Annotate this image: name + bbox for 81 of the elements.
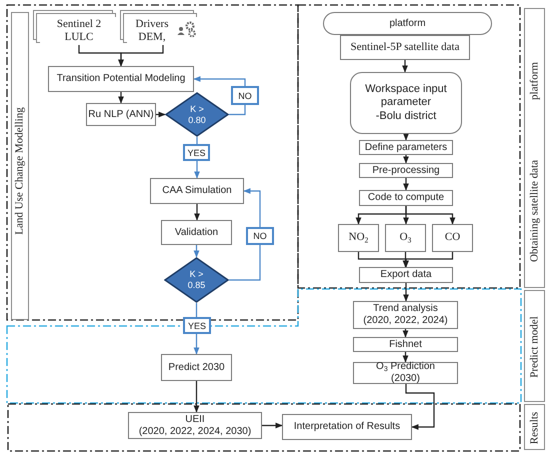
process-box — [353, 362, 458, 384]
node-label: Pre-processing — [372, 164, 440, 176]
node-label: O$_{3}$ Prediction — [376, 361, 435, 373]
arrow — [194, 204, 200, 221]
node-label: (2020, 2022, 2024) — [363, 315, 448, 327]
edge-label: YES — [183, 317, 211, 334]
arrow — [118, 45, 164, 67]
node-label: Code to compute — [368, 192, 444, 204]
node-label: Transition Potential Modeling — [56, 73, 186, 85]
arrow — [402, 252, 408, 268]
node-label: O$_{3}$ — [400, 231, 412, 245]
process-box — [128, 412, 262, 439]
section-label-panel — [524, 8, 545, 288]
process-box — [161, 354, 232, 381]
node-label: Define parameters — [364, 142, 448, 154]
arrow — [403, 178, 409, 191]
section-title: Land Use Change Modelling — [13, 107, 26, 235]
arrow — [118, 92, 124, 104]
process-box — [385, 224, 426, 252]
node-label: Interpretation of Results — [294, 421, 400, 433]
node-label: Validation — [174, 226, 218, 238]
node-label: Predict 2030 — [168, 362, 225, 374]
edge-label: NO — [246, 227, 274, 245]
rounded-box — [323, 12, 492, 35]
arrow — [262, 422, 283, 428]
rounded-box — [350, 72, 462, 134]
arrow — [402, 352, 408, 363]
process-box — [340, 35, 470, 60]
node-label: Fishnet — [389, 338, 422, 350]
arrow — [403, 155, 409, 164]
process-box — [282, 414, 412, 440]
arrow — [403, 283, 409, 302]
node-label: Sentinel-5P satellite data — [350, 40, 460, 54]
node-label: platform — [389, 18, 426, 30]
section-title: Results — [528, 412, 541, 444]
decision-diamond — [165, 92, 229, 137]
node-label: K > 0.85 — [186, 269, 206, 291]
decision-diamond — [164, 257, 229, 303]
arrow — [405, 206, 456, 225]
process-box — [48, 66, 194, 92]
node-label: (2030) — [391, 373, 420, 385]
node-label: CAA Simulation — [162, 185, 232, 197]
arrow — [402, 329, 408, 338]
node-label: K > 0.80 — [187, 104, 207, 126]
process-box — [353, 301, 458, 329]
edge-label: YES — [183, 144, 210, 161]
arrow — [194, 381, 200, 413]
section-title: Predict model — [528, 316, 541, 378]
section-title: Obtaining satellite data — [528, 160, 541, 262]
section-label-panel — [524, 404, 545, 450]
process-box — [338, 224, 379, 252]
section-label-panel — [11, 12, 29, 320]
edge-label: NO — [231, 86, 259, 105]
node-label: Sentinel 2 LULC — [56, 18, 102, 44]
node-label: Ru NLP (ANN) — [88, 108, 154, 120]
arrow — [405, 384, 435, 430]
arrow — [403, 134, 409, 141]
process-box — [359, 163, 453, 178]
node-label: (2020, 2022, 2024, 2030) — [138, 426, 252, 438]
arrow — [403, 252, 454, 268]
process-box — [359, 190, 453, 206]
section-title: platform — [528, 62, 541, 100]
arrow — [194, 245, 200, 258]
node-label: NO$_{2}$ — [348, 231, 368, 245]
arrow — [156, 112, 166, 118]
process-box — [161, 220, 232, 245]
node-label: CO — [444, 231, 460, 245]
process-box — [353, 337, 458, 352]
node-label: Workspace input parameter — [364, 83, 448, 110]
process-box — [359, 140, 453, 155]
node-label: Trend analysis — [373, 303, 438, 315]
node-label: -Bolu district — [374, 110, 438, 123]
arrow — [402, 60, 408, 73]
process-box — [150, 178, 244, 204]
process-box — [86, 103, 156, 126]
node-label: Drivers DEM, — [134, 18, 170, 44]
node-label: UEII — [185, 414, 205, 426]
process-box — [359, 267, 453, 283]
process-box — [432, 224, 473, 252]
node-label: Export data — [380, 269, 432, 281]
section-label-panel — [524, 290, 545, 402]
